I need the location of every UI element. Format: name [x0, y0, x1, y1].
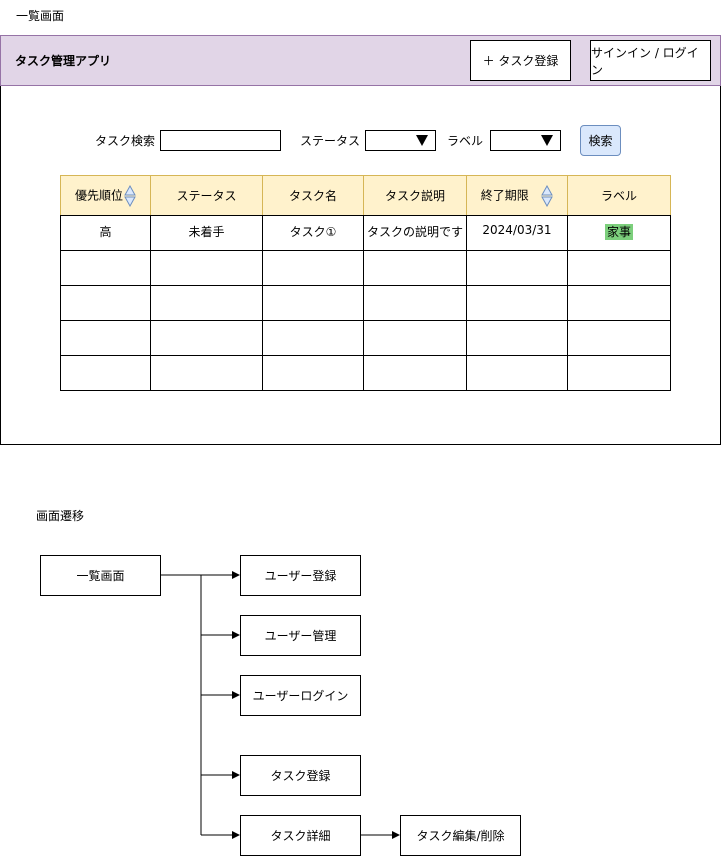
column-header-status: ステータス: [150, 175, 263, 216]
dropdown-triangle-icon: [541, 135, 553, 146]
table-row: [60, 250, 671, 286]
cell-task-name: [262, 285, 364, 321]
label-tag: 家事: [604, 224, 633, 240]
task-register-button[interactable]: ＋ タスク登録: [470, 40, 571, 81]
sort-icon[interactable]: [541, 184, 554, 207]
signin-login-button[interactable]: サインイン / ログイン: [590, 40, 711, 81]
cell-label: 家事: [567, 215, 671, 251]
app-title: タスク管理アプリ: [15, 54, 112, 68]
cell-task-name: [262, 355, 364, 391]
flow-node-user-login: ユーザーログイン: [240, 675, 361, 716]
label-select[interactable]: [490, 130, 561, 151]
task-search-input[interactable]: [160, 130, 281, 151]
cell-status: [150, 320, 263, 356]
cell-due-date: [466, 355, 568, 391]
cell-status: 未着手: [150, 215, 263, 251]
search-button[interactable]: 検索: [580, 125, 621, 156]
cell-status: [150, 285, 263, 321]
sort-icon[interactable]: [124, 184, 136, 207]
cell-task-name: [262, 320, 364, 356]
flow-node-user-management: ユーザー管理: [240, 615, 361, 656]
column-header-label: 優先順位: [74, 188, 123, 202]
flow-node-list-screen: 一覧画面: [40, 555, 161, 596]
flow-node-task-register: タスク登録: [240, 755, 361, 796]
screen-label: 一覧画面: [16, 9, 65, 23]
flow-node-task-detail: タスク詳細: [240, 815, 361, 856]
column-header-priority[interactable]: 優先順位: [60, 175, 151, 216]
table-row: [60, 355, 671, 391]
label-filter-label: ラベル: [447, 134, 484, 148]
cell-task-description: [363, 320, 467, 356]
cell-task-description: タスクの説明です: [363, 215, 467, 251]
cell-status: [150, 250, 263, 286]
table-row[interactable]: 高 未着手 タスク① タスクの説明です 2024/03/31 家事: [60, 215, 671, 251]
cell-label: [567, 285, 671, 321]
cell-task-name: [262, 250, 364, 286]
cell-priority: [60, 250, 151, 286]
column-header-task-description: タスク説明: [363, 175, 467, 216]
task-table: 優先順位 ステータス タスク名 タスク説明 終了期限 ラベル 高 未着手 タスク…: [60, 175, 671, 391]
cell-status: [150, 355, 263, 391]
column-header-due-date[interactable]: 終了期限: [466, 175, 568, 216]
flow-node-task-edit-delete: タスク編集/削除: [400, 815, 521, 856]
dropdown-triangle-icon: [416, 135, 428, 146]
column-header-task-name: タスク名: [262, 175, 364, 216]
cell-due-date: [466, 250, 568, 286]
flow-node-user-register: ユーザー登録: [240, 555, 361, 596]
cell-priority: 高: [60, 215, 151, 251]
table-row: [60, 285, 671, 321]
transition-section-label: 画面遷移: [36, 509, 85, 523]
cell-due-date: 2024/03/31: [466, 215, 568, 251]
status-select[interactable]: [365, 130, 436, 151]
cell-task-description: [363, 355, 467, 391]
task-search-label: タスク検索: [95, 134, 156, 148]
column-header-label: 終了期限: [480, 188, 529, 202]
cell-due-date: [466, 320, 568, 356]
cell-label: [567, 355, 671, 391]
status-label: ステータス: [300, 134, 361, 148]
